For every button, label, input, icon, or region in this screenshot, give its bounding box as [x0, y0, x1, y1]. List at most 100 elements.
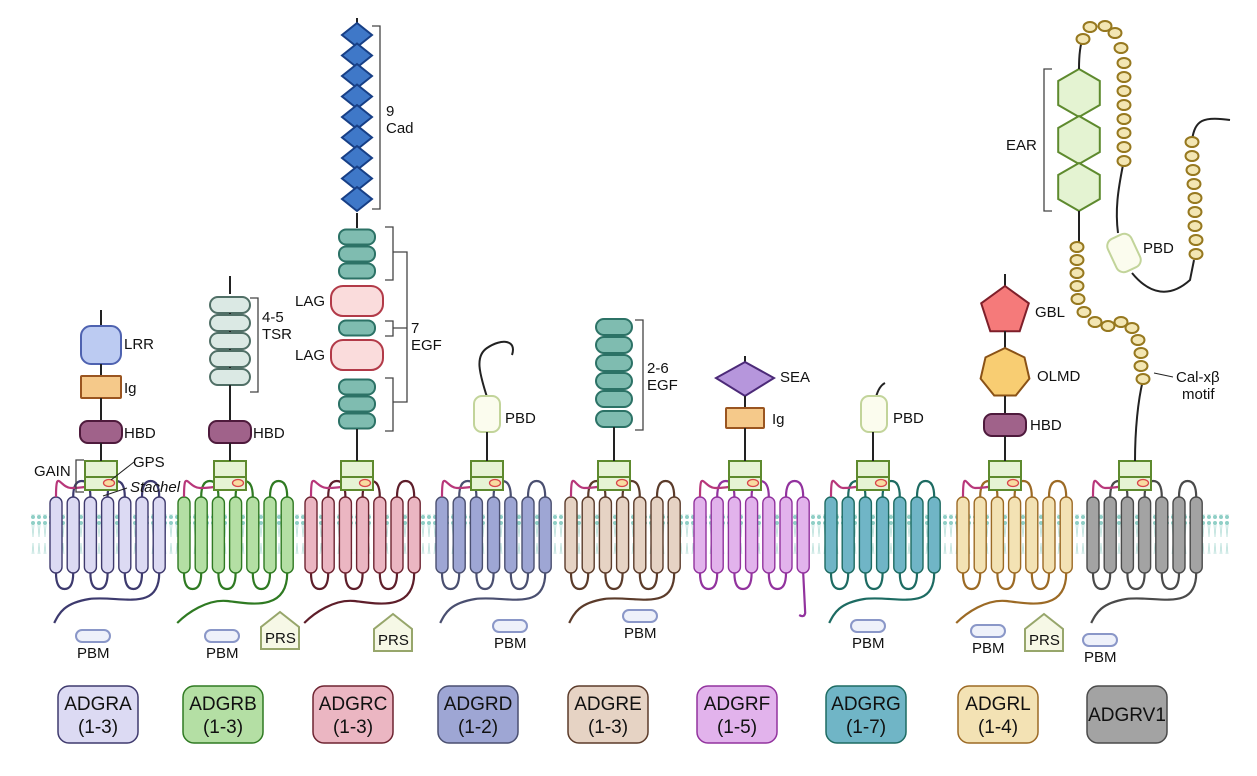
pbm-motif: [622, 609, 658, 623]
receptor-adgrd: PBM: [435, 460, 552, 652]
family-members: (1-2): [458, 717, 498, 738]
gain-domain-top: [84, 460, 118, 478]
transmembrane-helix: [538, 496, 552, 574]
intracellular-loop: [898, 572, 919, 591]
transmembrane-helix: [211, 496, 226, 574]
intracellular-loop: [829, 572, 850, 591]
ig-domain-f: [725, 407, 765, 429]
label-hbd-l: HBD: [1030, 417, 1062, 434]
transmembrane-helix: [373, 496, 387, 574]
intracellular-loop: [123, 572, 144, 591]
transmembrane-helix: [118, 496, 132, 574]
calx-beta-repeat: [1116, 155, 1132, 167]
transmembrane-helix: [152, 496, 166, 574]
n-terminal-tail: [478, 340, 514, 398]
calx-beta-repeat: [1069, 280, 1085, 292]
family-box: [567, 685, 649, 744]
calx-beta-repeat: [1188, 248, 1204, 260]
family-box: [437, 685, 519, 744]
transmembrane-helix: [824, 496, 838, 574]
extracellular-loop: [395, 479, 416, 498]
family-name: ADGRV1: [1088, 705, 1166, 726]
tsr-domain: [209, 368, 251, 386]
lag-domain: [330, 339, 384, 371]
label-egf-c: EGF: [411, 337, 442, 354]
calx-stalk: [1134, 379, 1144, 462]
transmembrane-helix: [927, 496, 941, 574]
transmembrane-helix: [66, 496, 80, 574]
intracellular-loop: [217, 572, 237, 591]
family-name: ADGRA: [64, 694, 132, 715]
gps-site: [358, 478, 372, 488]
pbm-motif: [75, 629, 111, 643]
extracellular-loop: [655, 479, 676, 498]
label-gps: GPS: [133, 454, 165, 471]
transmembrane-helix: [1155, 496, 1169, 574]
c-terminal-tail: [176, 572, 289, 624]
family-members: (1-5): [717, 717, 757, 738]
lrr-domain: [80, 325, 122, 365]
intracellular-loop: [1160, 572, 1181, 591]
label-prs: PRS: [378, 632, 409, 649]
calx-beta-repeat: [1082, 21, 1098, 33]
egf-bracket-bottom: [385, 377, 394, 432]
family-box-adgrf: ADGRF(1-5): [696, 685, 778, 744]
transmembrane-helix: [194, 496, 208, 574]
transmembrane-helix: [304, 496, 318, 574]
transmembrane-helix: [1059, 496, 1073, 574]
tsr-bracket: [250, 297, 259, 393]
transmembrane-helix: [633, 496, 647, 574]
family-members: (1-4): [978, 717, 1018, 738]
pbd-domain-v: [1106, 232, 1142, 274]
transmembrane-helix: [990, 496, 1005, 574]
transmembrane-helix: [796, 496, 810, 574]
transmembrane-helix: [521, 496, 535, 574]
c-terminal-tail: [53, 572, 161, 624]
calx-beta-repeat: [1116, 57, 1132, 69]
label-hbd-b: HBD: [253, 425, 285, 442]
label-pbd-v: PBD: [1143, 240, 1174, 257]
transmembrane-helix: [858, 496, 873, 574]
label-pbm: PBM: [1084, 649, 1117, 666]
transmembrane-helix: [667, 496, 681, 574]
adgre-annotations: 2-6 EGF: [635, 319, 678, 431]
intracellular-loop: [569, 572, 590, 591]
intracellular-loop: [638, 572, 659, 591]
label-hbd-a: HBD: [124, 425, 156, 442]
gain-domain-top: [340, 460, 374, 478]
label-lag-2: LAG: [295, 347, 325, 364]
family-box-adgre: ADGRE(1-3): [567, 685, 649, 744]
family-box-adgrg: ADGRG(1-7): [825, 685, 907, 744]
intracellular-loop: [996, 572, 1016, 591]
egf-domain: [338, 378, 376, 396]
extracellular-loop: [1047, 479, 1068, 498]
egf-domain: [595, 354, 633, 372]
label-tsr-count: 4-5: [262, 309, 284, 326]
egf-domain: [338, 228, 376, 246]
intracellular-loop: [251, 572, 272, 591]
family-box: [312, 685, 394, 744]
family-members: (1-7): [846, 717, 886, 738]
family-name: ADGRB: [189, 694, 257, 715]
adgrc-annotations: 9 Cad LAG LAG 7 EGF: [295, 25, 442, 432]
family-name: ADGRF: [704, 694, 771, 715]
label-stachel: Stachel: [130, 479, 181, 496]
label-pbm: PBM: [972, 640, 1005, 657]
gain-domain-top: [213, 460, 247, 478]
transmembrane-helix: [1189, 496, 1203, 574]
adgra-annotations: LRR Ig HBD GAIN GPS Stachel: [34, 336, 181, 497]
calx-beta-repeat: [1113, 316, 1129, 328]
transmembrane-helix: [615, 496, 630, 574]
family-box-adgra: ADGRA(1-3): [57, 685, 139, 744]
label-cad-count: 9: [386, 103, 394, 120]
family-name: ADGRC: [319, 694, 388, 715]
gps-pointer: [110, 461, 135, 481]
calx-beta-repeat: [1116, 113, 1132, 125]
intracellular-loop: [182, 572, 203, 591]
family-box: [57, 685, 139, 744]
egf-domain: [338, 395, 376, 413]
calx-beta-repeat: [1069, 254, 1085, 266]
transmembrane-helix: [1137, 496, 1152, 574]
extracellular-loop: [526, 479, 547, 498]
pbd-domain-d: [473, 395, 501, 433]
